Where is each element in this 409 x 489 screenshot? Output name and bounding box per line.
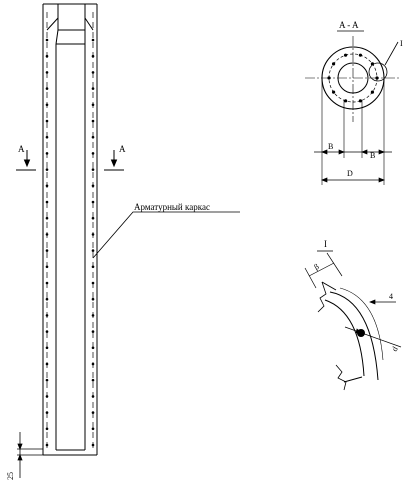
section-cut-marks — [16, 150, 124, 170]
section-marker-left: A — [18, 144, 25, 154]
cage-leader — [93, 212, 240, 258]
dim-d — [321, 177, 385, 183]
rebar-dot — [91, 87, 95, 90]
rebar-dot — [91, 38, 95, 42]
dim-d-label: D — [347, 169, 353, 178]
rebar-dot — [45, 168, 49, 171]
rebar-dot — [45, 54, 49, 58]
rebar-dot — [45, 330, 49, 333]
rebar-dot — [45, 233, 49, 236]
section-rebar-dot — [331, 62, 336, 66]
rebar-dot — [91, 152, 95, 155]
detail-rebar-bar — [357, 329, 365, 337]
rebar-dot — [91, 427, 95, 431]
rebar-dot — [45, 152, 49, 155]
rebar-dot — [45, 346, 49, 350]
rebar-dot — [91, 314, 95, 317]
rebar-dot — [45, 71, 49, 74]
rebar-dot — [45, 411, 49, 414]
dim-bottom-label: 25 — [6, 472, 15, 480]
rebar-dots-right — [91, 38, 95, 447]
rebar-dot — [45, 281, 49, 285]
rebar-dot — [91, 443, 95, 447]
section-a-a — [305, 36, 400, 185]
section-rebar-dot — [370, 90, 375, 94]
rebar-dot — [91, 330, 95, 333]
rebar-dot — [91, 216, 95, 220]
detail-dim-slant: β — [313, 262, 321, 272]
section-rebar-dots — [327, 53, 379, 103]
rebar-dot — [45, 249, 49, 252]
rebar-dot — [91, 135, 95, 139]
detail-i — [318, 282, 383, 390]
rebar-dot — [45, 265, 49, 269]
rebar-dots-left — [45, 38, 49, 447]
rebar-dot — [91, 168, 95, 171]
section-rebar-dot — [375, 76, 379, 80]
section-rebar-dot — [331, 90, 336, 94]
section-rebar-dot — [358, 53, 363, 57]
rebar-dot — [91, 103, 95, 107]
detail-callout-letter: I — [400, 39, 403, 48]
rebar-dot — [91, 411, 95, 414]
rebar-dot — [45, 395, 49, 398]
dim-b-right: B — [370, 151, 375, 160]
section-rebar-dot — [358, 99, 363, 103]
dim-bottom — [17, 432, 43, 478]
detail-title: I — [324, 239, 327, 249]
dim-b — [314, 149, 392, 155]
rebar-dot — [91, 200, 95, 204]
rebar-dot — [45, 103, 49, 107]
rebar-dot — [91, 233, 95, 236]
section-title: A - A — [339, 20, 359, 30]
dim-b-left: B — [328, 142, 333, 151]
rebar-dot — [91, 265, 95, 269]
rebar-dot — [45, 443, 49, 447]
rebar-dot — [45, 378, 49, 382]
cage-callout-label: Арматурный каркас — [134, 202, 210, 212]
rebar-dot — [91, 184, 95, 188]
section-marker-right: A — [119, 144, 126, 154]
detail-dims — [305, 253, 401, 347]
rebar-dot — [45, 362, 49, 366]
rebar-dot — [45, 119, 49, 123]
rebar-dot — [91, 362, 95, 366]
rebar-dot — [91, 395, 95, 398]
rebar-dot — [45, 216, 49, 220]
rebar-dot — [91, 71, 95, 74]
detail-dim-small: 4 — [389, 292, 393, 301]
section-rebar-dot — [343, 99, 348, 103]
rebar-dot — [91, 119, 95, 123]
rebar-dot — [91, 346, 95, 350]
rebar-dot — [91, 54, 95, 58]
rebar-dot — [45, 38, 49, 42]
pile-elevation — [43, 4, 97, 455]
section-rebar-dot — [343, 53, 348, 57]
rebar-dot — [45, 200, 49, 204]
rebar-dot — [45, 314, 49, 317]
rebar-dot — [45, 297, 49, 301]
rebar-dot — [91, 249, 95, 252]
rebar-dot — [91, 297, 95, 301]
rebar-dot — [45, 135, 49, 139]
detail-dim-dia: d — [390, 345, 400, 353]
rebar-dot — [45, 427, 49, 431]
rebar-dot — [91, 281, 95, 285]
section-rebar-dot — [370, 62, 375, 66]
section-rebar-dot — [327, 76, 331, 80]
rebar-dot — [91, 378, 95, 382]
rebar-dot — [45, 87, 49, 90]
rebar-dot — [45, 184, 49, 188]
